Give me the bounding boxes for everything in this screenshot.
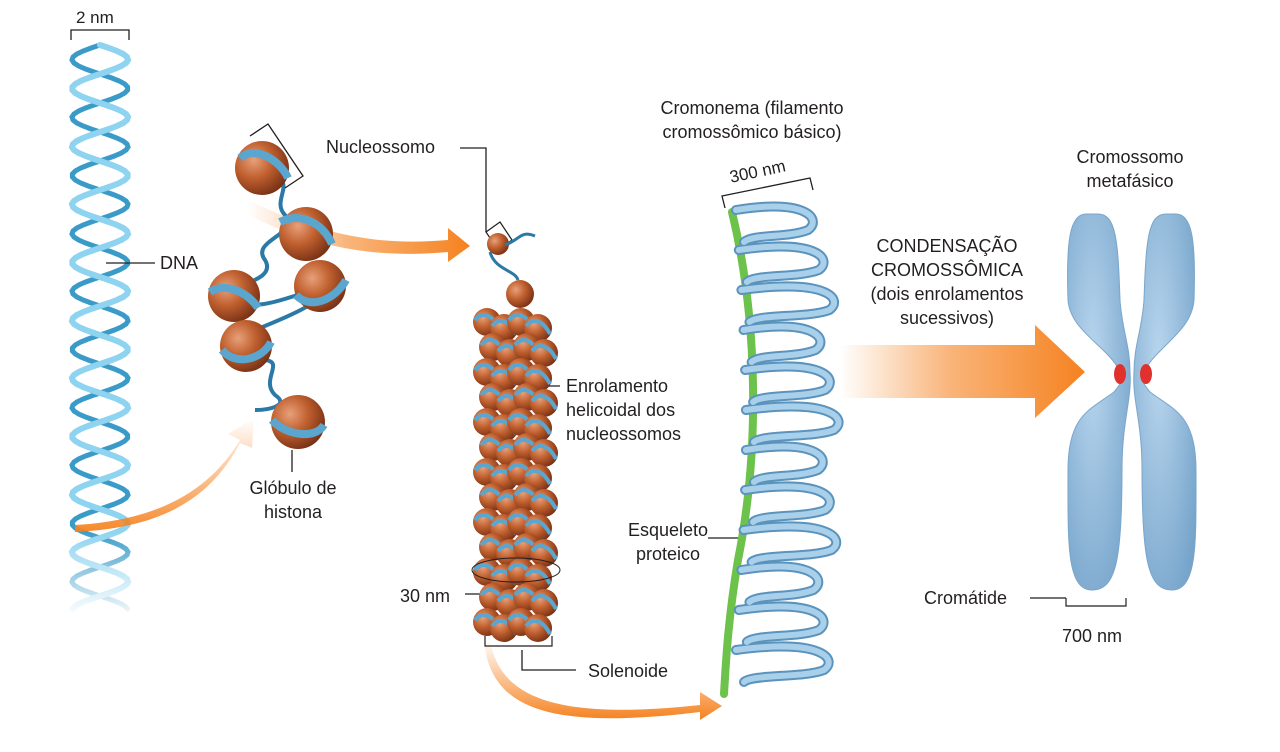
- label-nucleosome: Nucleossomo: [326, 137, 436, 157]
- arrow-dna-to-nucleosome: [75, 418, 254, 532]
- centromere-right: [1140, 364, 1152, 384]
- chromatid-right: [1133, 213, 1197, 591]
- label-chromosome-line1: Cromossomo: [1076, 147, 1184, 167]
- histone-ball-1: [235, 141, 292, 195]
- solenoid-band: [524, 418, 552, 435]
- solenoid-band: [524, 468, 552, 485]
- solenoid-ball: [506, 280, 534, 308]
- label-histone-line1: Glóbulo de: [249, 478, 337, 498]
- arrow-nucleosome-to-fiber: [248, 200, 470, 262]
- solenoid-band: [530, 593, 558, 610]
- label-helical-line1: Enrolamento: [566, 376, 669, 396]
- fiber-cross-section: [471, 557, 561, 583]
- solenoid-band: [530, 343, 558, 360]
- label-condensation: CONDENSAÇÃO CROMOSSÔMICA (dois enrolamen…: [858, 234, 1036, 330]
- solenoid-band: [524, 518, 552, 535]
- chromonema: [720, 201, 844, 698]
- chromatin-loops: [731, 201, 844, 687]
- label-chromatid: Cromátide: [924, 588, 1008, 608]
- label-dna: DNA: [160, 253, 199, 273]
- histone-ball-4: [207, 270, 262, 322]
- solenoid-band: [524, 568, 552, 585]
- label-helical-line3: nucleossomos: [566, 424, 682, 444]
- bracket-700nm: [1065, 598, 1127, 607]
- histone-ball-3: [293, 260, 350, 312]
- label-30nm: 30 nm: [400, 586, 451, 606]
- histone-ball-2: [278, 207, 336, 261]
- centromere-left: [1114, 364, 1126, 384]
- label-helical-line2: helicoidal dos: [566, 400, 676, 420]
- label-solenoid: Solenoide: [588, 661, 669, 681]
- label-chromonema-line1: Cromonema (filamento: [660, 98, 844, 118]
- solenoid-band: [524, 318, 552, 335]
- label-protein-scaffold: Esqueleto proteico: [620, 518, 716, 566]
- label-histone-globule: Glóbulo de histona: [238, 476, 348, 524]
- solenoid-band: [524, 618, 552, 635]
- arrow-solenoid-to-chromonema: [484, 640, 722, 720]
- label-chromosome-line2: metafásico: [1086, 171, 1174, 191]
- beads-on-string: [207, 141, 350, 449]
- metaphase-chromosome: [1067, 213, 1197, 591]
- solenoid-fiber: [473, 280, 558, 642]
- label-histone-line2: histona: [263, 502, 323, 522]
- label-chromonema: Cromonema (filamento cromossômico básico…: [640, 96, 864, 144]
- dna-helix: [60, 42, 140, 620]
- label-2nm: 2 nm: [76, 8, 114, 27]
- dna-fade: [60, 530, 140, 620]
- solenoid-band: [530, 543, 558, 560]
- solenoid-band: [530, 443, 558, 460]
- solenoid-band: [524, 368, 552, 385]
- chromatid-left: [1067, 213, 1131, 591]
- protein-scaffold: [720, 208, 758, 698]
- label-condensation-line2: CROMOSSÔMICA: [870, 260, 1023, 280]
- bracket-30nm: [484, 636, 553, 647]
- label-condensation-line4: sucessivos): [899, 308, 995, 328]
- label-chromonema-line2: cromossômico básico): [662, 122, 842, 142]
- dna-strand-back: [69, 42, 131, 612]
- histone-ball-5: [218, 320, 275, 372]
- bracket-nucleosome: [249, 123, 304, 189]
- label-700nm: 700 nm: [1062, 626, 1123, 646]
- bracket-300nm: [721, 177, 814, 209]
- histone-globule: [268, 395, 328, 449]
- label-condensation-line3: (dois enrolamentos: [870, 284, 1024, 304]
- solenoid-band: [530, 393, 558, 410]
- bracket-2nm: [70, 29, 130, 40]
- nucleosome-small: [485, 221, 536, 281]
- label-scaffold-line2: proteico: [635, 544, 701, 564]
- solenoid-band: [530, 493, 558, 510]
- dna-strand-front: [68, 42, 132, 612]
- arrow-condensation: [840, 325, 1085, 418]
- loop-fill: [733, 203, 842, 685]
- label-helical-coiling: Enrolamento helicoidal dos nucleossomos: [566, 374, 681, 446]
- label-condensation-line1: CONDENSAÇÃO: [876, 236, 1018, 256]
- label-metaphase-chromosome: Cromossomo metafásico: [1060, 145, 1200, 193]
- label-scaffold-line1: Esqueleto: [627, 520, 709, 540]
